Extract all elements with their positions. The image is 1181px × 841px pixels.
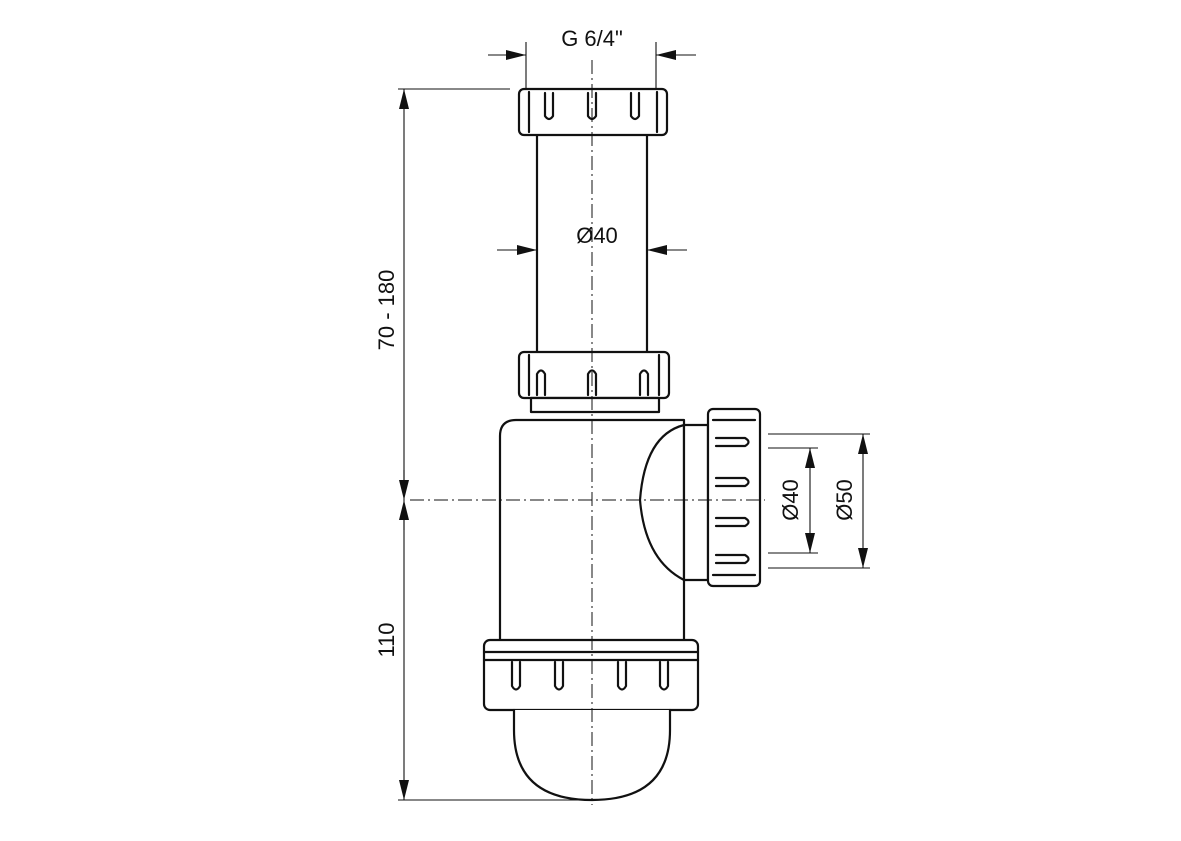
height-adjustable-label: 70 - 180 <box>374 270 399 351</box>
thread-label: G 6/4" <box>561 26 623 51</box>
outlet-inner-diameter-label: Ø40 <box>778 479 803 521</box>
middle-nut <box>517 350 671 414</box>
outlet-nut <box>682 407 762 588</box>
pipe-diameter-label: Ø40 <box>576 223 618 248</box>
height-outlet-label: 110 <box>374 622 399 657</box>
bottom-nut <box>482 638 700 712</box>
top-nut <box>517 87 669 137</box>
outlet-outer-diameter-label: Ø50 <box>832 479 857 521</box>
dimension-lines <box>398 42 870 801</box>
trap-geometry <box>410 60 765 805</box>
